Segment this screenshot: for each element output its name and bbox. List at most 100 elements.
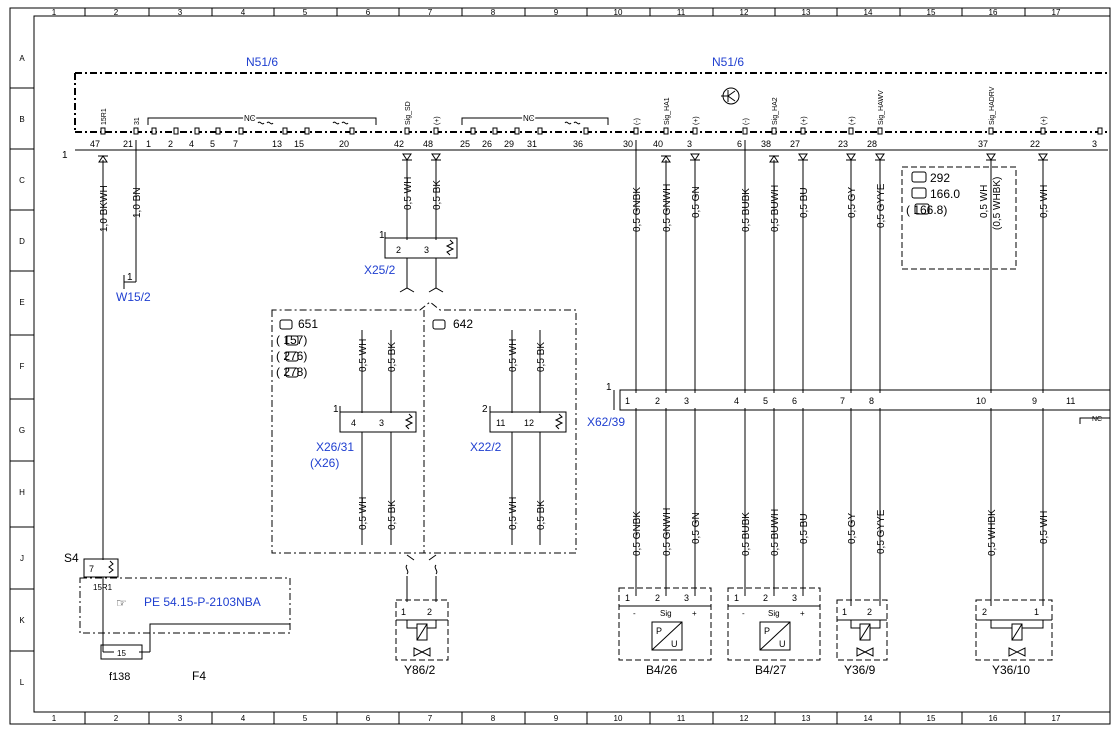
wire-label: 0,5 BUWH [770,509,781,556]
column-label: 1 [52,714,57,723]
fuse-f4: 15 f138 F4 [100,633,206,683]
column-label: 12 [740,714,749,723]
x62-39-pin: 2 [655,396,660,406]
y36-10-label: Y36/10 [992,663,1030,677]
column-label: 8 [491,714,496,723]
column-label: 17 [1052,714,1061,723]
b4-27-pin-sig: Sig [768,609,780,618]
wire-label: (0,5 WHBK) [992,177,1003,230]
pressure-sensor-icon: P U [759,621,791,651]
y86-2-pin: 2 [427,607,432,617]
x25-2-label: X25/2 [364,263,396,277]
wire-labels: 1,0 BKWH 1,0 BN 0,5 WH 0,5 BK 0,5 GNBK 0… [99,177,1050,556]
switch-s4: S4 7 15R1 ☞ PE 54.15-P-2103NBA [64,551,291,640]
module-pin-number: 23 [838,139,848,149]
engine-variant: 642 [453,317,473,331]
module-pin-number: 22 [1030,139,1040,149]
module-label-right: N51/6 [712,55,744,69]
x26-31-pin: 3 [379,418,384,428]
column-label: 14 [864,8,873,17]
wires-bottom [635,408,1044,606]
x62-39-pin: 6 [792,396,797,406]
b4-26-pin: 3 [684,593,689,603]
module-pin-contact [537,127,543,135]
module-pin-contact [877,127,883,135]
column-label: 6 [366,714,371,723]
column-label: 5 [303,8,308,17]
module-pin-contact [771,127,777,135]
row-label: A [19,54,25,63]
connector-x62-39: 1 X62/39 1 2 3 4 5 6 7 8 10 9 11 NC [587,382,1111,429]
column-label: 4 [241,8,246,17]
x25-2-num: 1 [379,230,385,241]
column-label: 11 [677,714,686,723]
column-label: 4 [241,714,246,723]
x22-2-label: X22/2 [470,440,502,454]
module-pin-signal: 31 [134,117,141,125]
column-label: 7 [428,714,433,723]
fuse-number: 15 [117,649,126,658]
module-pin-signal: (+) [434,116,441,125]
column-label: 3 [178,8,183,17]
output-arrow-icon [797,153,809,161]
module-pin-number: 47 [90,139,100,149]
b4-26-pin-sig: - [633,609,636,618]
module-pin-number: 3 [1092,139,1097,149]
w15-2-label: W15/2 [116,290,151,304]
connector-x25-2: 1 2 3 X25/2 [364,230,458,293]
module-connector-number: 1 [62,150,68,161]
module-pin-signal: (+) [849,116,856,125]
x22-2-pin: 12 [524,418,534,428]
wire-label: 0,5 WH [508,497,519,530]
nc-bridge-icon [332,121,349,125]
wires-top [102,140,1044,560]
wire-label: 0,5 GN [691,186,702,218]
wire-label: 1,0 BKWH [99,185,110,232]
x26-31-pin: 4 [351,418,356,428]
column-label: 14 [864,714,873,723]
column-label: 7 [428,8,433,17]
module-pin-number: 29 [504,139,514,149]
module-pin-number: 3 [687,139,692,149]
y86-2-label: Y86/2 [404,663,436,677]
module-pin-number: 4 [189,139,194,149]
nc-label-2: NC [523,114,535,123]
wire-label: 0,5 WHBK [987,509,998,556]
column-label: 16 [989,714,998,723]
pointer-hand-icon: ☞ [116,596,127,610]
wire-label: 0,5 BK [536,342,547,372]
column-label: 9 [554,8,559,17]
wire-label: 0,5 GY [847,513,858,544]
nc-bridge-icon [257,121,274,125]
module-pin-number: 1 [146,139,151,149]
column-label: 10 [614,714,623,723]
b4-26-pin: 2 [655,593,660,603]
column-label: 15 [927,8,936,17]
column-label: 6 [366,8,371,17]
column-label: 1 [52,8,57,17]
output-arrow-icon [874,153,886,161]
module-pin-number: 25 [460,139,470,149]
row-label: D [19,237,25,246]
x22-2-pin: 11 [496,418,505,428]
module-pin-contact [433,127,439,135]
svg-text:U: U [671,639,678,649]
b4-26-label: B4/26 [646,663,678,677]
s4-label: S4 [64,551,79,565]
engine-variant: 651 [298,317,318,331]
module-pin-number: 20 [339,139,349,149]
module-pin-contact [988,127,994,135]
x62-39-pin: 3 [684,396,689,406]
x62-39-pin: 4 [734,396,739,406]
module-pin-signal: 15R1 [101,108,108,125]
module-pin-contact [238,127,244,135]
x25-2-pin: 3 [424,245,429,255]
module-pin-number: 2 [168,139,173,149]
x62-39-nc: NC [1092,416,1102,423]
wire-label: 0,5 BUBK [741,512,752,556]
wire-label: 0,5 GY [847,187,858,218]
x25-2-pin: 2 [396,245,401,255]
module-pin-number: 31 [527,139,537,149]
